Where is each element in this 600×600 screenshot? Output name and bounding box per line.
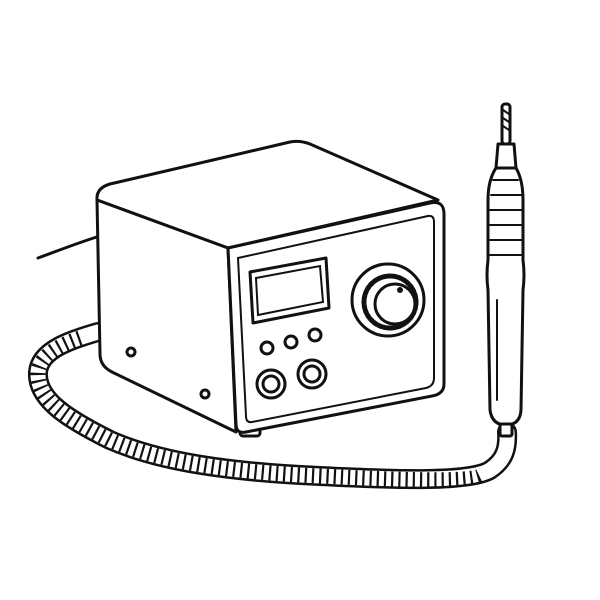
knob-marker <box>397 287 403 293</box>
power-cable <box>36 234 102 260</box>
control-unit <box>95 139 446 434</box>
small-knob-left[interactable] <box>255 368 287 400</box>
handpiece-connector <box>498 422 514 438</box>
small-knob-right[interactable] <box>296 358 328 390</box>
side-face <box>95 198 238 434</box>
front-panel <box>236 214 435 424</box>
display <box>248 256 331 325</box>
coiled-cord <box>28 322 518 490</box>
indicator-button[interactable] <box>259 340 275 356</box>
indicator-button[interactable] <box>283 334 299 350</box>
speed-knob[interactable] <box>350 262 426 338</box>
display-screen <box>254 264 325 317</box>
handpiece-body <box>485 166 526 427</box>
top-face <box>95 139 440 250</box>
screw <box>125 346 137 358</box>
handpiece <box>485 102 526 438</box>
indicator-button[interactable] <box>307 327 323 343</box>
screw <box>199 388 211 400</box>
